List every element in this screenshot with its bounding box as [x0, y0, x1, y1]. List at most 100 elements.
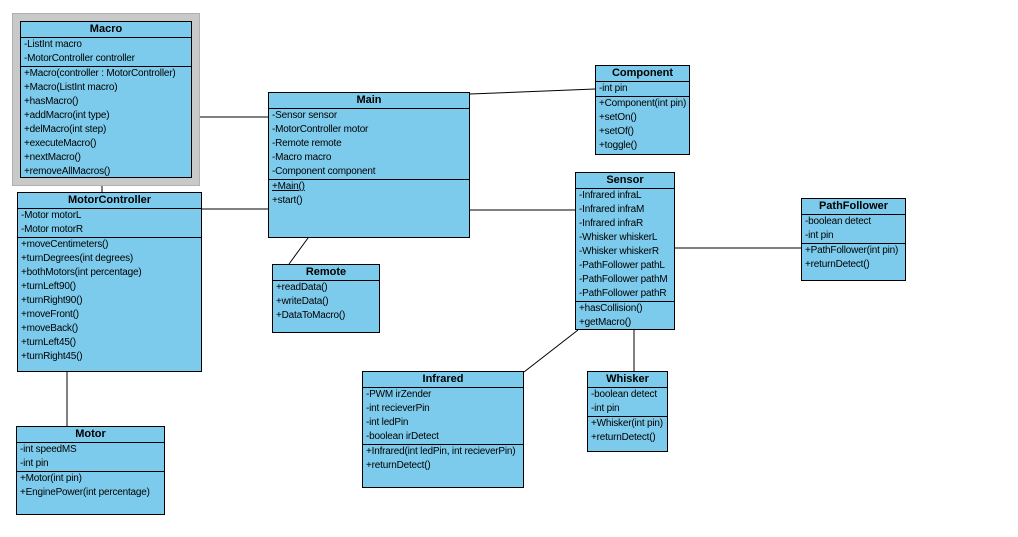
class-attribute: -Remote remote [272, 138, 342, 149]
class-pathfollower[interactable]: PathFollower-boolean detect -int pin +Path… [801, 198, 906, 281]
class-remote[interactable]: Remote+readData() +writeData() +DataToMacr… [272, 264, 380, 333]
class-attribute: -int pin [20, 458, 49, 469]
attributes-compartment: -PWM irZender -int recieverPin -int ledPin… [363, 388, 523, 445]
class-title-main: Main [269, 93, 469, 109]
class-method: +getMacro() [579, 317, 631, 328]
class-method: +readData() [276, 282, 328, 293]
class-attribute: -MotorController controller [24, 53, 135, 64]
class-attribute: -boolean irDetect [366, 431, 439, 442]
class-title-pathfollower: PathFollower [802, 199, 905, 215]
class-method: +PathFollower(int pin) [805, 245, 899, 256]
class-attribute: -PathFollower pathR [579, 288, 667, 299]
class-attribute: -Macro macro [272, 152, 332, 163]
class-method: +writeData() [276, 296, 329, 307]
methods-compartment: +Component(int pin)+setOn()+setOf()+togg… [596, 97, 689, 153]
connection-main-component[interactable] [469, 88, 596, 95]
class-motorcontroller[interactable]: MotorController-Motor motorL-Motor motor… [17, 192, 202, 372]
attributes-compartment: -int pin [596, 82, 689, 97]
class-title-macro: Macro [21, 22, 191, 38]
class-whisker[interactable]: Whisker-boolean detect-int pin+Whisker(i… [587, 371, 668, 452]
attributes-compartment: -boolean detect -int pin [588, 388, 667, 417]
class-method: +Main() [272, 181, 305, 192]
class-attribute: -PathFollower pathL [579, 260, 665, 271]
class-method: +returnDetect() [366, 460, 431, 471]
attributes-compartment: -int speedMS -int pin [17, 443, 164, 472]
connection-main-remote[interactable] [288, 237, 309, 265]
attributes-compartment: -Motor motorL -Motor motorR [18, 209, 201, 238]
class-attribute: -Motor motorR [21, 224, 83, 235]
class-method: +Motor(int pin) [20, 473, 82, 484]
class-method: +DataToMacro() [276, 310, 346, 321]
class-method: +Infrared(int ledPin, int recieverPin) [366, 446, 516, 457]
class-method: +delMacro(int step) [24, 124, 107, 135]
class-method: +turnLeft90() [21, 281, 76, 292]
connection-sensor-infrared[interactable] [523, 329, 579, 373]
class-title-infrared: Infrared [363, 372, 523, 388]
class-title-remote: Remote [273, 265, 379, 281]
class-infrared[interactable]: Infrared-PWM irZender -int recieverPin -in… [362, 371, 524, 488]
class-attribute: -PWM irZender [366, 389, 432, 400]
class-attribute: -Infrared infraR [579, 218, 644, 229]
class-attribute: -Whisker whiskerL [579, 232, 658, 243]
attributes-compartment: -boolean detect -int pin [802, 215, 905, 244]
class-method: +Macro(ListInt macro) [24, 82, 118, 93]
class-method: +moveCentimeters() [21, 239, 109, 250]
class-macro[interactable]: Macro-ListInt macro -MotorController cont… [20, 21, 192, 178]
class-method: +removeAllMacros() [24, 166, 111, 177]
class-attribute: -int ledPin [366, 417, 409, 428]
class-title-component: Component [596, 66, 689, 82]
class-attribute: -int pin [599, 83, 628, 94]
attributes-compartment: -Sensor sensor -MotorController motor -Rem… [269, 109, 469, 180]
class-attribute: -Whisker whiskerR [579, 246, 659, 257]
class-method: +EnginePower(int percentage) [20, 487, 150, 498]
class-title-motorcontroller: MotorController [18, 193, 201, 209]
class-method: +setOf() [599, 126, 634, 137]
class-method: +Whisker(int pin) [591, 418, 663, 429]
attributes-compartment: -Infrared infraL -Infrared infraM -Infrare… [576, 189, 674, 302]
methods-compartment: +Macro(controller : MotorController) +Mac… [21, 67, 191, 179]
class-method: +addMacro(int type) [24, 110, 110, 121]
class-method: +returnDetect() [591, 432, 656, 443]
class-method: +turnLeft45() [21, 337, 76, 348]
class-attribute: -boolean detect [805, 216, 871, 227]
class-attribute: -Component component [272, 166, 376, 177]
methods-compartment: +Main() +start() [269, 180, 469, 208]
attributes-compartment: -ListInt macro -MotorController controlle… [21, 38, 191, 67]
class-method: +executeMacro() [24, 138, 97, 149]
class-attribute: -boolean detect [591, 389, 657, 400]
class-attribute: -Infrared infraM [579, 204, 645, 215]
methods-compartment: +Motor(int pin) +EnginePower(int percenta… [17, 472, 164, 500]
class-method: +returnDetect() [805, 259, 870, 270]
class-attribute: -PathFollower pathM [579, 274, 668, 285]
class-method: +hasMacro() [24, 96, 79, 107]
class-method: +moveFront() [21, 309, 79, 320]
class-method: +Component(int pin) [599, 98, 687, 109]
class-method: +hasCollision() [579, 303, 643, 314]
class-method: +moveBack() [21, 323, 78, 334]
class-component[interactable]: Component-int pin+Component(int pin)+set… [595, 65, 690, 155]
class-method: +start() [272, 195, 303, 206]
class-method: +turnDegrees(int degrees) [21, 253, 134, 264]
class-method: +toggle() [599, 140, 637, 151]
class-attribute: -Motor motorL [21, 210, 82, 221]
class-method: +bothMotors(int percentage) [21, 267, 142, 278]
methods-compartment: +moveCentimeters() +turnDegrees(int degre… [18, 238, 201, 364]
class-attribute: -Infrared infraL [579, 190, 642, 201]
class-method: +turnRight90() [21, 295, 83, 306]
class-method: +Macro(controller : MotorController) [24, 68, 176, 79]
class-attribute: -int pin [591, 403, 620, 414]
class-attribute: -Sensor sensor [272, 110, 338, 121]
methods-compartment: +hasCollision() +getMacro() [576, 302, 674, 330]
class-attribute: -MotorController motor [272, 124, 369, 135]
class-attribute: -ListInt macro [24, 39, 82, 50]
class-motor[interactable]: Motor-int speedMS -int pin +Motor(int pin)… [16, 426, 165, 515]
class-attribute: -int recieverPin [366, 403, 430, 414]
class-title-motor: Motor [17, 427, 164, 443]
class-sensor[interactable]: Sensor-Infrared infraL-Infrared infraM-I… [575, 172, 675, 330]
class-attribute: -int pin [805, 230, 834, 241]
class-method: +nextMacro() [24, 152, 81, 163]
class-main[interactable]: Main-Sensor sensor -MotorController motor… [268, 92, 470, 238]
class-attribute: -int speedMS [20, 444, 77, 455]
